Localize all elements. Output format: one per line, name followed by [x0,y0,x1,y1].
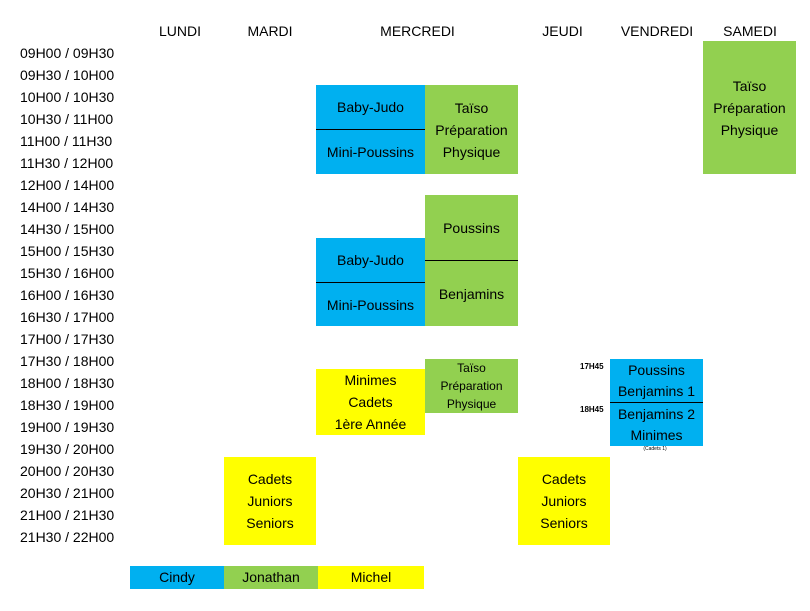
session-label: Préparation [713,99,786,116]
session-label: Juniors [247,493,293,509]
fri-evening-blue-block[interactable]: Poussins Benjamins 1 Benjamins 2 Minimes [610,359,703,446]
tue-evening-yellow-block[interactable]: Cadets Juniors Seniors [224,457,316,545]
sat-taiso-block[interactable]: Taïso Préparation Physique [703,41,796,174]
session-label: Seniors [246,515,294,531]
day-header-jeudi: JEUDI [542,23,583,39]
session-label: Benjamins 1 [617,382,696,399]
session-label: Physique [442,143,501,160]
session-label: Taïso [457,361,486,375]
time-slot: 16H00 / 16H30 [20,287,115,303]
time-slot: 10H00 / 10H30 [20,89,115,105]
thu-evening-yellow-block[interactable]: Cadets Juniors Seniors [518,457,610,545]
session-label: 1ère Année [334,416,407,432]
session-label: Seniors [540,515,588,531]
time-slot: 14H00 / 14H30 [20,199,115,215]
fri-time-label: 17H45 [580,362,604,371]
session-label: Baby-Judo [337,252,404,268]
time-slot: 15H30 / 16H00 [20,265,115,281]
wed-evening-taiso-block[interactable]: Taïso Préparation Physique [425,359,518,413]
wed-afternoon-blue-block[interactable]: Baby-Judo Mini-Poussins [316,238,425,326]
time-slot: 12H00 / 14H00 [20,177,115,193]
session-label: Mini-Poussins [326,144,415,160]
day-header-mercredi: MERCREDI [380,23,455,39]
time-slot: 20H30 / 21H00 [20,485,115,501]
time-slot: 21H00 / 21H30 [20,507,115,523]
time-slot: 19H30 / 20H00 [20,441,115,457]
session-label: Poussins [443,219,500,236]
session-label: Cadets [348,394,393,410]
session-label: Taïso [454,99,489,116]
day-header-samedi: SAMEDI [723,23,777,39]
session-label: Minimes [344,372,397,388]
session-label: Cadets [247,471,293,487]
wed-morning-blue-block[interactable]: Baby-Judo Mini-Poussins [316,85,425,174]
session-label: Préparation [435,121,508,138]
session-label: Poussins [628,361,685,378]
session-label: Minimes [630,426,683,443]
time-slot: 10H30 / 11H00 [20,111,114,127]
time-slot: 14H30 / 15H00 [20,221,115,237]
day-header-vendredi: VENDREDI [620,23,694,39]
session-label: Physique [446,397,497,411]
session-label-group: Poussins Benjamins 1 [610,359,703,402]
time-slot: 19H00 / 19H30 [20,419,115,435]
legend-michel: Michel [318,566,424,589]
time-slot: 11H00 / 11H30 [20,133,113,149]
legend-jonathan: Jonathan [224,566,318,589]
fri-note: (Cadets 1) [643,446,667,452]
legend-cindy: Cindy [130,566,224,589]
fri-time-label: 18H45 [580,405,604,414]
time-slot: 16H30 / 17H00 [20,309,115,325]
divider [425,260,518,261]
session-label: Baby-Judo [337,99,404,115]
wed-morning-taiso-block[interactable]: Taïso Préparation Physique [425,85,518,174]
session-label: Cadets [541,471,587,487]
day-header-mardi: MARDI [247,23,293,39]
time-slot: 17H30 / 18H00 [20,353,115,369]
time-slot: 15H00 / 15H30 [20,243,115,259]
session-label: Préparation [440,379,503,393]
divider [316,282,425,283]
session-label: Benjamins 2 [617,405,696,422]
session-label: Taïso [732,77,767,94]
day-header-lundi: LUNDI [158,23,201,39]
time-slot: 09H30 / 10H00 [20,67,115,83]
session-label: Physique [720,121,779,138]
wed-afternoon-green-block[interactable]: Poussins Benjamins [425,195,518,326]
time-slot: 20H00 / 20H30 [20,463,115,479]
wed-evening-yellow-block[interactable]: Minimes Cadets 1ère Année [316,369,425,435]
time-slot: 17H00 / 17H30 [20,331,115,347]
session-label: Juniors [541,493,587,509]
divider [316,129,425,130]
session-label: Benjamins [438,285,505,302]
time-slot: 18H30 / 19H00 [20,397,115,413]
time-slot: 09H00 / 09H30 [20,45,115,61]
session-label-group: Benjamins 2 Minimes [610,403,703,446]
time-slot: 11H30 / 12H00 [20,155,114,171]
time-slot: 18H00 / 18H30 [20,375,115,391]
time-slot: 21H30 / 22H00 [20,529,115,545]
divider [610,402,703,403]
session-label: Mini-Poussins [326,296,415,313]
